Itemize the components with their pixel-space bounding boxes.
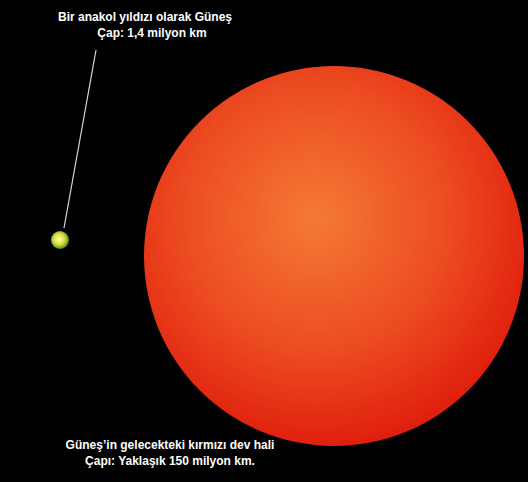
red-giant-caption: Çapı: Yaklaşık 150 milyon km. bbox=[85, 454, 255, 468]
sun-caption: Çap: 1,4 milyon km bbox=[97, 26, 206, 40]
sun-caption: Bir anakol yıldızı olarak Güneş bbox=[58, 10, 232, 24]
red-giant bbox=[144, 66, 524, 446]
leader-line bbox=[64, 50, 96, 228]
red-giant-caption: Güneş’in gelecekteki kırmızı dev hali bbox=[66, 438, 275, 452]
main-sequence-sun bbox=[51, 231, 69, 249]
